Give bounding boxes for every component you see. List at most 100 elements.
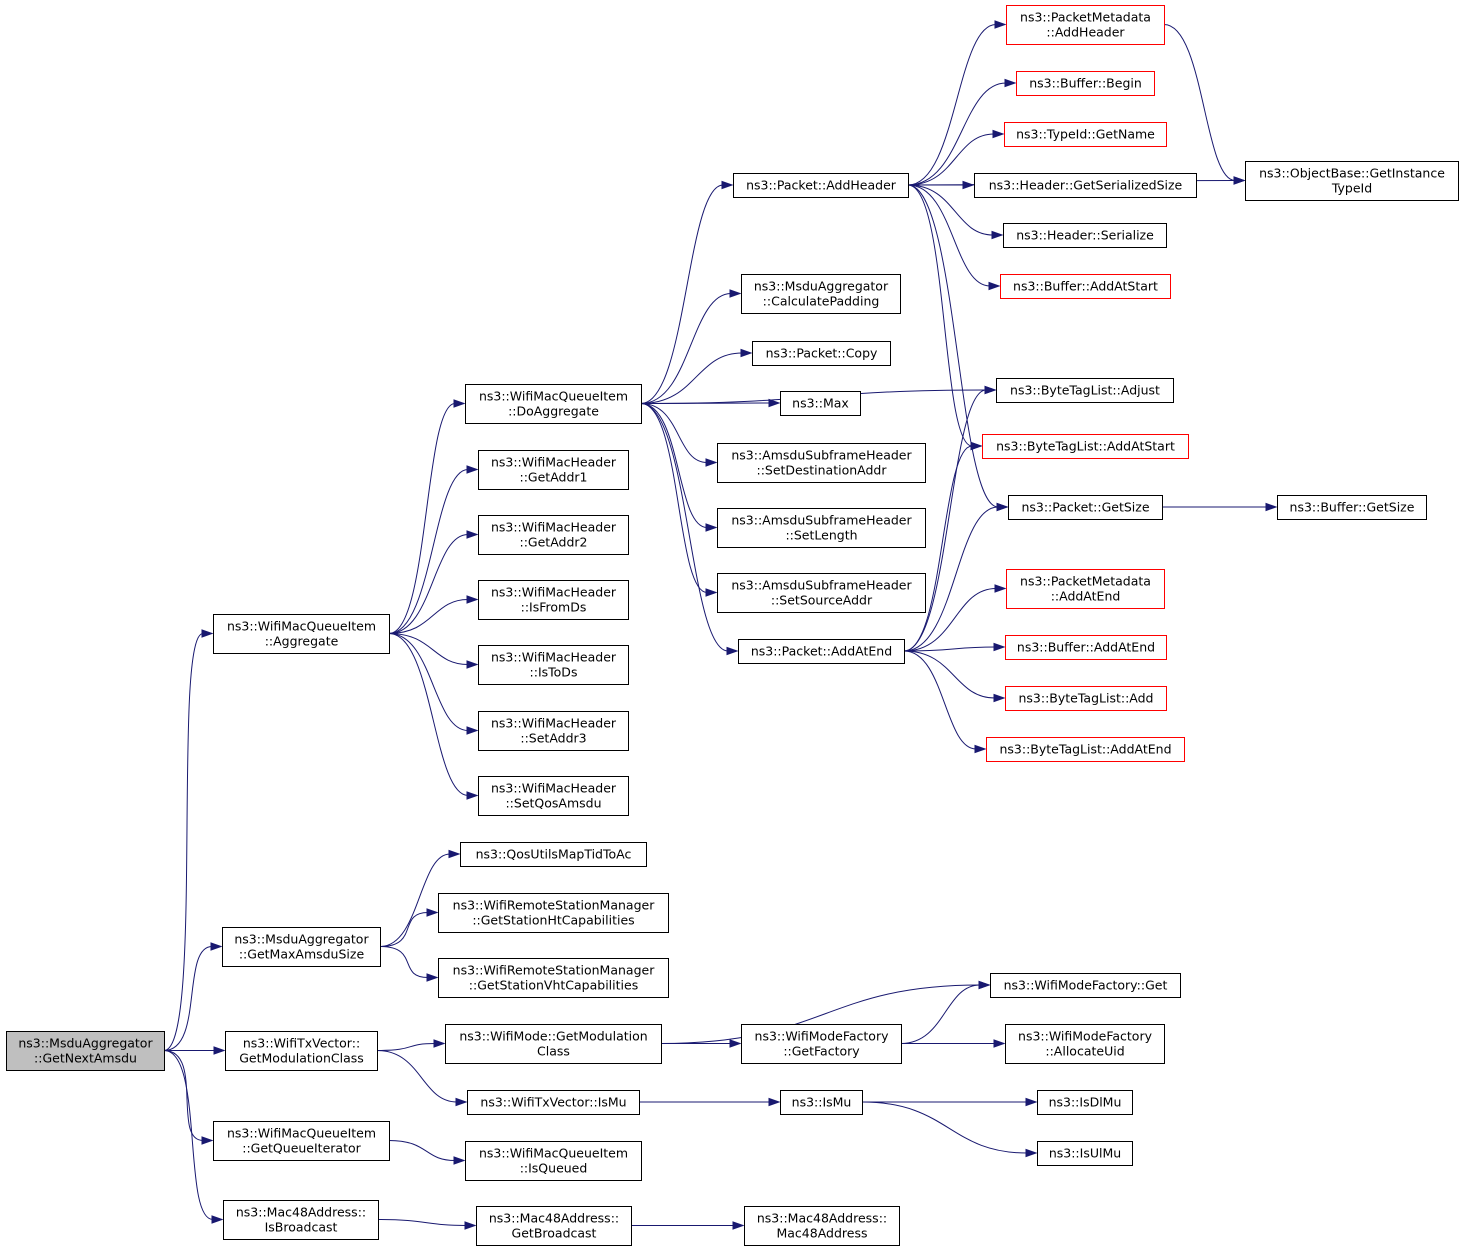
node-label-line: ::IsToDs: [530, 665, 578, 680]
node-max[interactable]: ns3::Max: [780, 391, 861, 416]
node-label-line: ns3::WifiMacHeader: [491, 781, 617, 796]
edge-line: [376, 1043, 436, 1051]
node-box: [1008, 495, 1163, 520]
node-get-queue-iterator[interactable]: ns3::WifiMacQueueItem::GetQueueIterator: [213, 1121, 390, 1161]
node-label-line: ::GetStationVhtCapabilities: [469, 978, 638, 993]
node-is-to-ds[interactable]: ns3::WifiMacHeader::IsToDs: [478, 645, 629, 685]
node-get-max-amsdu-size[interactable]: ns3::MsduAggregator::GetMaxAmsduSize: [222, 927, 381, 967]
node-packet-add-header[interactable]: ns3::Packet::AddHeader: [733, 173, 909, 198]
node-get-modulation-class-tx[interactable]: ns3::WifiTxVector::GetModulationClass: [225, 1031, 378, 1071]
arrowhead-icon: [729, 289, 742, 298]
node-label-line: ::GetMaxAmsduSize: [239, 947, 365, 962]
node-do-aggregate[interactable]: ns3::WifiMacQueueItem::DoAggregate: [465, 384, 642, 424]
node-label-line: ::IsQueued: [520, 1161, 588, 1176]
node-box: [780, 1090, 863, 1115]
node-packet-copy[interactable]: ns3::Packet::Copy: [752, 341, 891, 366]
node-set-qos-amsdu[interactable]: ns3::WifiMacHeader::SetQosAmsdu: [478, 776, 629, 816]
arrowhead-icon: [433, 1039, 446, 1048]
node-label-line: ns3::IsMu: [792, 1095, 852, 1110]
node-label-line: ns3::ByteTagList::Add: [1018, 691, 1153, 706]
node-label-line: ::GetStationHtCapabilities: [472, 913, 634, 928]
node-box: [465, 384, 642, 424]
node-pm-add-at-end[interactable]: ns3::PacketMetadata::AddAtEnd: [1006, 569, 1165, 609]
arrowhead-icon: [211, 1215, 224, 1224]
edge-is-broadcast-to-get-broadcast: [377, 1219, 477, 1230]
node-is-broadcast[interactable]: ns3::Mac48Address::IsBroadcast: [223, 1200, 379, 1240]
node-pm-add-header[interactable]: ns3::PacketMetadata::AddHeader: [1006, 5, 1165, 45]
node-label-line: ns3::AmsduSubframeHeader: [731, 578, 912, 593]
node-label-line: ns3::WifiRemoteStationManager: [453, 898, 656, 913]
node-label-line: ns3::Header::Serialize: [1016, 228, 1154, 243]
node-btl-add[interactable]: ns3::ByteTagList::Add: [1005, 686, 1167, 711]
node-ht-caps[interactable]: ns3::WifiRemoteStationManager::GetStatio…: [438, 893, 669, 933]
node-buf-add-at-end[interactable]: ns3::Buffer::AddAtEnd: [1005, 635, 1167, 660]
node-is-dl-mu[interactable]: ns3::IsDlMu: [1037, 1090, 1133, 1115]
node-box: [478, 580, 629, 620]
node-label-line: ::Aggregate: [265, 634, 339, 649]
node-box: [213, 1121, 390, 1161]
node-mac48-ctor[interactable]: ns3::Mac48Address::Mac48Address: [744, 1206, 900, 1246]
node-box: [1037, 1141, 1133, 1166]
arrowhead-icon: [466, 791, 479, 800]
node-btl-add-at-start[interactable]: ns3::ByteTagList::AddAtStart: [982, 434, 1189, 459]
node-box: [1005, 635, 1167, 660]
node-btl-add-at-end[interactable]: ns3::ByteTagList::AddAtEnd: [986, 737, 1185, 762]
edge-aggregate-to-get-addr2: [388, 530, 479, 634]
arrowhead-icon: [993, 1039, 1006, 1048]
arrowhead-icon: [705, 458, 718, 467]
node-is-ul-mu[interactable]: ns3::IsUlMu: [1037, 1141, 1133, 1166]
edge-line: [907, 184, 973, 447]
node-label-line: ns3::WifiMacQueueItem: [227, 619, 376, 634]
arrowhead-icon: [466, 530, 479, 539]
node-mode-factory-get[interactable]: ns3::WifiModeFactory::Get: [990, 973, 1181, 998]
node-box: [738, 639, 905, 664]
node-allocate-uid[interactable]: ns3::WifiModeFactory::AllocateUid: [1005, 1024, 1165, 1064]
node-mode-factory-get-factory[interactable]: ns3::WifiModeFactory::GetFactory: [741, 1024, 902, 1064]
node-is-queued[interactable]: ns3::WifiMacQueueItem::IsQueued: [465, 1141, 642, 1181]
node-type-id-get-name[interactable]: ns3::TypeId::GetName: [1004, 122, 1167, 147]
node-vht-caps[interactable]: ns3::WifiRemoteStationManager::GetStatio…: [438, 958, 669, 998]
arrowhead-icon: [993, 642, 1006, 652]
node-buf-add-at-start[interactable]: ns3::Buffer::AddAtStart: [1000, 274, 1171, 299]
node-box: [1004, 122, 1167, 147]
node-label-line: ns3::MsduAggregator: [18, 1036, 153, 1051]
node-calc-padding[interactable]: ns3::MsduAggregator::CalculatePadding: [741, 274, 901, 314]
arrowhead-icon: [1004, 78, 1017, 88]
node-get-next-amsdu: ns3::MsduAggregator::GetNextAmsdu: [6, 1031, 165, 1071]
arrowhead-icon: [974, 744, 987, 754]
node-box: [467, 1090, 640, 1115]
node-box: [717, 573, 926, 613]
node-qos-utils[interactable]: ns3::QosUtilsMapTidToAc: [460, 842, 647, 867]
node-label-line: ns3::WifiRemoteStationManager: [453, 963, 656, 978]
node-ns-is-mu[interactable]: ns3::IsMu: [780, 1090, 863, 1115]
node-buf-begin[interactable]: ns3::Buffer::Begin: [1016, 71, 1155, 96]
node-aggregate[interactable]: ns3::WifiMacQueueItem::Aggregate: [213, 614, 390, 654]
node-packet-add-at-end[interactable]: ns3::Packet::AddAtEnd: [738, 639, 905, 664]
node-set-source-addr[interactable]: ns3::AmsduSubframeHeader::SetSourceAddr: [717, 573, 926, 613]
arrowhead-icon: [201, 629, 214, 638]
node-packet-get-size[interactable]: ns3::Packet::GetSize: [1008, 495, 1163, 520]
node-label-line: ns3::WifiModeFactory: [1018, 1029, 1153, 1044]
node-set-dest-addr[interactable]: ns3::AmsduSubframeHeader::SetDestination…: [717, 443, 926, 483]
node-is-from-ds[interactable]: ns3::WifiMacHeader::IsFromDs: [478, 580, 629, 620]
node-set-addr3[interactable]: ns3::WifiMacHeader::SetAddr3: [478, 711, 629, 751]
node-btl-adjust[interactable]: ns3::ByteTagList::Adjust: [996, 378, 1174, 403]
node-buf-get-size[interactable]: ns3::Buffer::GetSize: [1277, 495, 1427, 520]
node-get-broadcast[interactable]: ns3::Mac48Address::GetBroadcast: [476, 1206, 632, 1246]
node-box: [1005, 686, 1167, 711]
edge-line: [388, 534, 469, 634]
node-mode-get-mod-class[interactable]: ns3::WifiMode::GetModulationClass: [445, 1024, 662, 1064]
node-hdr-serialize[interactable]: ns3::Header::Serialize: [1003, 223, 1167, 248]
call-graph-edges: [163, 20, 1278, 1230]
node-label-line: ns3::IsDlMu: [1049, 1095, 1122, 1110]
edge-line: [379, 853, 451, 947]
edge-ns-is-mu-to-is-ul-mu: [861, 1101, 1038, 1158]
node-tx-is-mu[interactable]: ns3::WifiTxVector::IsMu: [467, 1090, 640, 1115]
edge-line: [907, 24, 997, 186]
node-hdr-get-ser-size[interactable]: ns3::Header::GetSerializedSize: [974, 173, 1197, 198]
node-box: [223, 1200, 379, 1240]
node-get-addr2[interactable]: ns3::WifiMacHeader::GetAddr2: [478, 515, 629, 555]
node-get-addr1[interactable]: ns3::WifiMacHeader::GetAddr1: [478, 450, 629, 490]
node-set-length[interactable]: ns3::AmsduSubframeHeader::SetLength: [717, 508, 926, 548]
